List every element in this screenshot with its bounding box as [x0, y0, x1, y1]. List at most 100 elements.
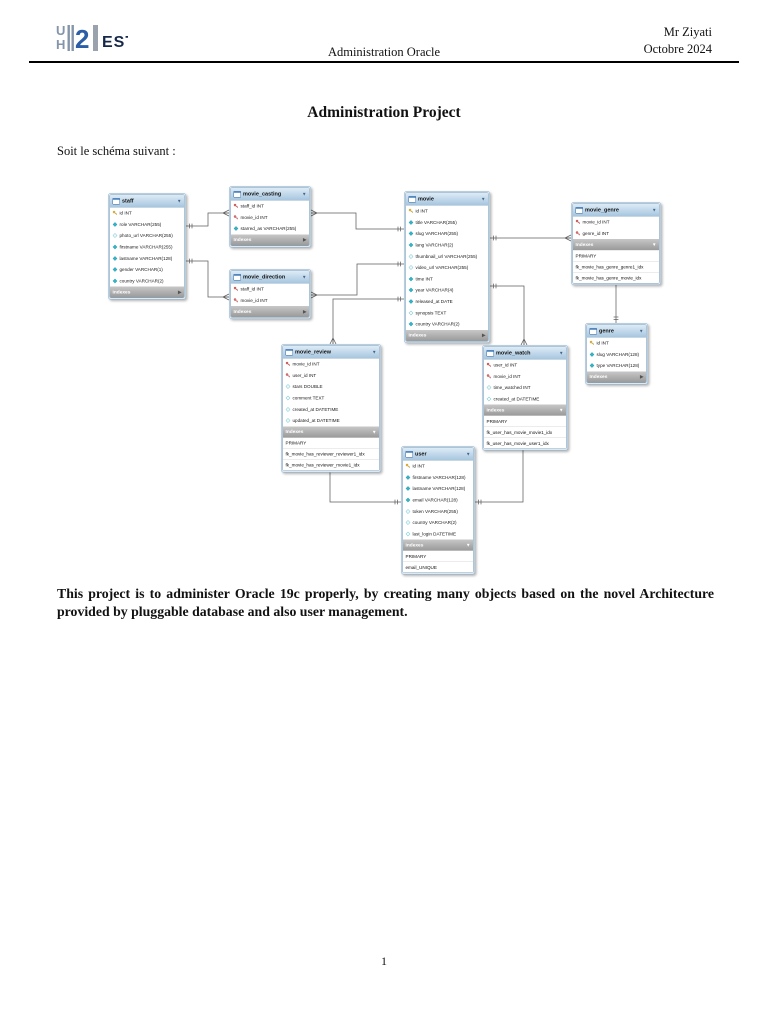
indexes-label: Indexes — [486, 407, 505, 413]
foreign-key-icon — [233, 203, 239, 209]
table-icon — [408, 195, 416, 203]
relationship-movie-movie_review — [332, 298, 404, 344]
indexes-label: Indexes — [112, 289, 131, 295]
column-row: title VARCHAR(255) — [406, 217, 488, 228]
relationship-staff-movie_casting — [186, 212, 229, 227]
column-row: movie_id INT — [484, 371, 566, 382]
indexes-bar: Indexes▶ — [587, 371, 646, 383]
column-label: slug VARCHAR(128) — [596, 351, 640, 357]
table-header: movie_casting▼ — [231, 188, 309, 201]
collapse-arrow-icon: ▼ — [372, 429, 377, 435]
table-name: movie_genre — [585, 207, 619, 213]
column-label: title VARCHAR(255) — [415, 219, 457, 225]
column-nullable-icon — [486, 396, 492, 402]
column-nullable-icon — [285, 418, 291, 424]
column-nullable-icon — [408, 265, 414, 271]
column-label: starred_as VARCHAR(255) — [240, 226, 297, 232]
column-label: genre_id INT — [582, 230, 610, 236]
column-row: lastname VARCHAR(128) — [110, 253, 184, 264]
index-row: fk_movie_has_reviewer_movie1_idx — [283, 459, 379, 471]
chevron-down-icon: ▼ — [466, 451, 471, 457]
column-row: id INT — [110, 208, 184, 219]
indexes-label: Indexes — [408, 332, 427, 339]
index-row: PRIMARY — [403, 550, 473, 562]
column-label: token VARCHAR(255) — [412, 508, 458, 514]
column-nullable-icon — [486, 385, 492, 391]
chevron-down-icon: ▼ — [177, 198, 182, 204]
column-row: comment TEXT — [283, 392, 379, 403]
column-label: firstname VARCHAR(128) — [412, 474, 466, 480]
column-notnull-icon — [112, 222, 118, 227]
table-name: staff — [122, 198, 134, 204]
column-label: created_at DATETIME — [493, 396, 540, 402]
table-icon — [285, 348, 293, 356]
column-label: time_watched INT — [493, 385, 531, 391]
table-header: genre▼ — [587, 325, 646, 338]
chevron-down-icon: ▼ — [559, 350, 564, 356]
column-row: id INT — [403, 461, 473, 472]
column-notnull-icon — [408, 287, 414, 293]
column-notnull-icon — [589, 363, 595, 369]
table-header: user ▼ — [403, 448, 473, 461]
column-nullable-icon — [408, 310, 414, 316]
column-notnull-icon — [112, 255, 118, 261]
column-label: movie_id INT — [493, 373, 521, 379]
column-label: video_url VARCHAR(255) — [415, 265, 469, 271]
column-label: gender VARCHAR(1) — [119, 267, 163, 273]
column-row: lastname VARCHAR(128) — [403, 483, 473, 494]
relationship-movie_direction-movie — [311, 263, 404, 296]
column-row: staff_id INT — [231, 284, 309, 295]
foreign-key-icon — [285, 373, 291, 378]
column-nullable-icon — [408, 253, 414, 259]
index-row: fk_movie_has_reviewer_reviewer1_idx — [283, 448, 379, 460]
expand-arrow-icon: ▶ — [303, 308, 307, 314]
indexes-label: Indexes — [285, 429, 304, 435]
foreign-key-icon — [575, 219, 581, 225]
primary-key-icon — [589, 340, 595, 346]
indexes-label: Indexes — [233, 308, 252, 315]
column-label: last_login DATETIME — [412, 531, 457, 537]
column-nullable-icon — [405, 520, 411, 526]
foreign-key-icon — [233, 286, 239, 292]
column-label: movie_id INT — [240, 214, 268, 220]
table-body: user ▼ id INT firstname VARCHAR(128) lastnam… — [402, 447, 474, 574]
column-row: country VARCHAR(2) — [110, 275, 184, 286]
column-row: updated_at DATETIME — [283, 415, 379, 426]
column-label: updated_at DATETIME — [292, 418, 340, 424]
column-row: country VARCHAR(2) — [406, 318, 488, 329]
column-row: movie_id INT — [231, 295, 309, 306]
table-header: staff ▼ — [110, 195, 184, 208]
index-row: fk_movie_has_genre_movie_idx — [573, 272, 659, 284]
table-icon — [589, 327, 597, 335]
logo-letter-u: U — [56, 23, 65, 38]
column-label: year VARCHAR(4) — [415, 287, 454, 293]
table-icon — [486, 349, 494, 357]
table-name: genre — [599, 328, 614, 334]
column-row: movie_id INT — [231, 212, 309, 223]
indexes-bar: Indexes▶ — [110, 286, 184, 298]
collapse-arrow-icon: ▼ — [559, 407, 564, 413]
column-row: starred_as VARCHAR(255) — [231, 223, 309, 234]
indexes-bar: Indexes ▶ — [406, 329, 488, 341]
index-row: PRIMARY — [283, 437, 379, 449]
column-row: created_at DATETIME — [283, 404, 379, 415]
indexes-bar: Indexes▼ — [403, 539, 473, 551]
teacher-name: Mr Ziyati — [663, 25, 712, 39]
column-label: lang VARCHAR(2) — [415, 242, 454, 248]
expand-arrow-icon: ▶ — [482, 332, 486, 338]
column-row: synopsis TEXT — [406, 307, 488, 318]
column-label: role VARCHAR(255) — [119, 221, 162, 227]
indexes-bar: Indexes▶ — [231, 234, 309, 246]
table-name: user — [415, 451, 427, 457]
column-label: time INT — [415, 276, 433, 282]
column-label: email VARCHAR(128) — [412, 497, 458, 503]
column-label: movie_id INT — [292, 361, 320, 367]
page-number: 1 — [381, 954, 387, 968]
table-header: movie_review▼ — [283, 346, 379, 359]
column-label: country VARCHAR(2) — [415, 321, 460, 327]
